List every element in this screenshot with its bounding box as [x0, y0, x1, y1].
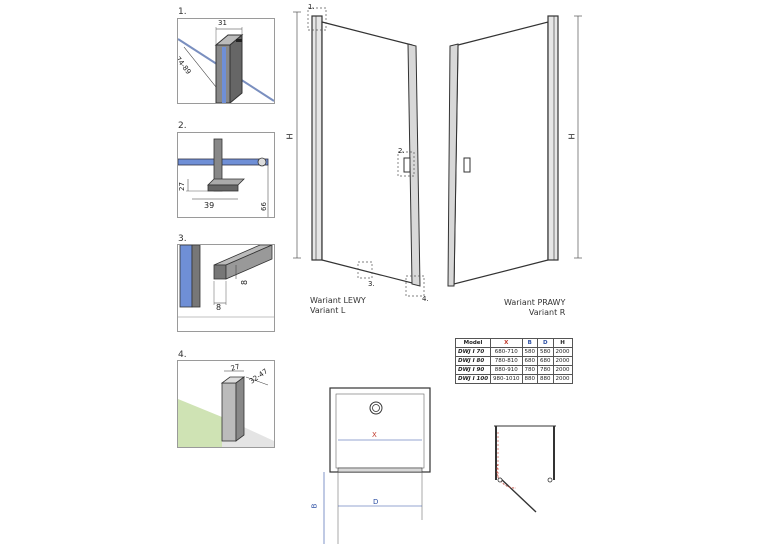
spec-table-row: DWJ I 80 780-810 680 680 2000	[454, 356, 573, 366]
spec-table-header-row: Model X B D H	[454, 338, 573, 348]
detail-2-label: 2.	[178, 121, 187, 131]
spec-cell-b: 580	[521, 347, 539, 357]
right-variant-caption: Wariant PRAWY Variant R	[504, 298, 565, 318]
left-variant-caption-en: Variant L	[310, 306, 346, 315]
plan-d-label: D	[373, 498, 379, 506]
callout-4: 4.	[422, 295, 429, 303]
spec-cell-model: DWJ I 80	[454, 356, 492, 366]
spec-cell-x: 780-810	[490, 356, 523, 366]
spec-table: Model X B D H DWJ I 70 680-710 580 580 2…	[454, 338, 573, 384]
spec-cell-h: 2000	[552, 374, 573, 384]
spec-cell-x: 880-910	[490, 365, 523, 375]
spec-cell-d: 780	[537, 365, 554, 375]
left-variant-caption-pl: Wariant LEWY	[310, 296, 366, 305]
spec-cell-b: 780	[521, 365, 539, 375]
callout-3: 3.	[368, 280, 375, 288]
spec-cell-b: 680	[521, 356, 539, 366]
door-right-variant	[447, 15, 582, 287]
detail-3-dim-height: 8	[240, 279, 249, 285]
spec-header-d: D	[537, 338, 554, 348]
floor-plan-drawing	[323, 387, 431, 544]
right-variant-caption-en: Variant R	[528, 308, 566, 317]
detail-4-box: 27 32-47	[177, 360, 275, 448]
detail-3-dim-width: 8	[216, 303, 222, 312]
spec-table-row: DWJ I 90 880-910 780 780 2000	[454, 365, 573, 375]
detail-2-box: 27 39 66	[177, 132, 275, 218]
callout-1: 1.	[308, 3, 315, 11]
callout-2: 2.	[398, 147, 405, 155]
spec-header-x: X	[490, 338, 523, 348]
spec-cell-d: 580	[537, 347, 554, 357]
door-left-variant	[293, 7, 425, 297]
spec-header-h: H	[552, 338, 573, 348]
detail-2-drawing	[178, 138, 269, 217]
plan-b-label: B	[310, 503, 319, 509]
right-variant-caption-pl: Wariant PRAWY	[504, 298, 566, 307]
spec-table-row: DWJ I 70 680-710 580 580 2000	[454, 347, 573, 357]
height-label-right: H	[567, 133, 577, 140]
detail-3-drawing	[178, 245, 274, 318]
spec-header-model: Model	[454, 338, 492, 348]
detail-3-box: 8 8	[177, 244, 275, 332]
spec-cell-h: 2000	[552, 356, 573, 366]
spec-cell-model: DWJ I 100	[454, 374, 492, 384]
spec-cell-x: 680-710	[490, 347, 523, 357]
spec-cell-model: DWJ I 90	[454, 365, 492, 375]
left-variant-caption: Wariant LEWY Variant L	[310, 296, 366, 316]
detail-1-dim-width: 31	[218, 19, 227, 27]
detail-2-dim-39: 39	[204, 201, 215, 210]
detail-3-label: 3.	[178, 234, 187, 244]
detail-2-dim-27: 27	[178, 182, 186, 191]
spec-header-b: B	[521, 338, 539, 348]
door-elevation-drawings	[293, 7, 582, 297]
detail-4-drawing	[178, 370, 274, 447]
detail-2-dim-66: 66	[260, 202, 268, 211]
spec-cell-d: 880	[537, 374, 554, 384]
spec-cell-h: 2000	[552, 365, 573, 375]
spec-table-row: DWJ I 100 980-1010 880 880 2000	[454, 374, 573, 384]
detail-1-label: 1.	[178, 7, 187, 17]
spec-cell-h: 2000	[552, 347, 573, 357]
detail-1-box: 31 74-89	[177, 18, 275, 104]
spec-cell-x: 980-1010	[490, 374, 523, 384]
door-swing-diagram	[494, 425, 556, 513]
spec-cell-b: 880	[521, 374, 539, 384]
detail-4-label: 4.	[178, 350, 187, 360]
spec-cell-d: 680	[537, 356, 554, 366]
detail-1-drawing	[178, 27, 274, 103]
height-label-left: H	[285, 133, 295, 140]
spec-cell-model: DWJ I 70	[454, 347, 492, 357]
plan-x-label: X	[372, 431, 377, 439]
